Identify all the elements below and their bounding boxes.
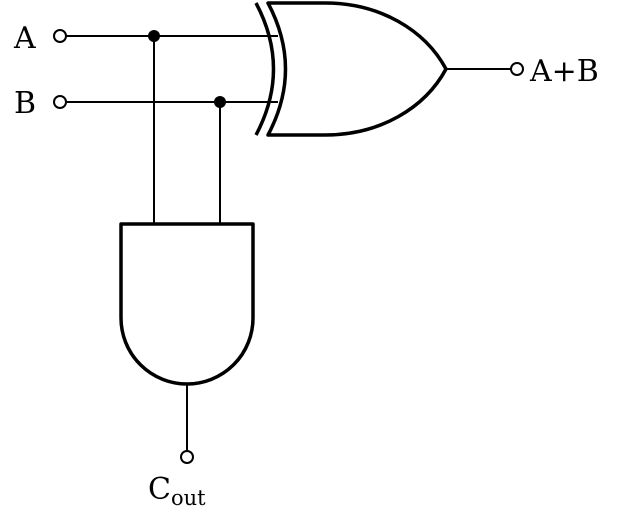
carry-output-label: Cout <box>148 472 206 510</box>
xor-gate <box>254 1 448 137</box>
carry-label-sub: out <box>171 486 206 510</box>
sum-output-label: A+B <box>529 54 599 89</box>
xor-gate-input-arc <box>254 2 276 136</box>
input-a-terminal <box>53 29 67 43</box>
junction-b <box>214 96 226 108</box>
input-b-terminal <box>53 95 67 109</box>
and-gate <box>119 222 255 386</box>
sum-output-terminal <box>510 62 524 76</box>
input-b-label: B <box>14 86 36 121</box>
xor-gate-body <box>266 1 448 137</box>
junction-a <box>148 30 160 42</box>
carry-label-main: C <box>148 472 171 507</box>
carry-output-terminal <box>180 450 194 464</box>
input-a-label: A <box>13 21 36 56</box>
